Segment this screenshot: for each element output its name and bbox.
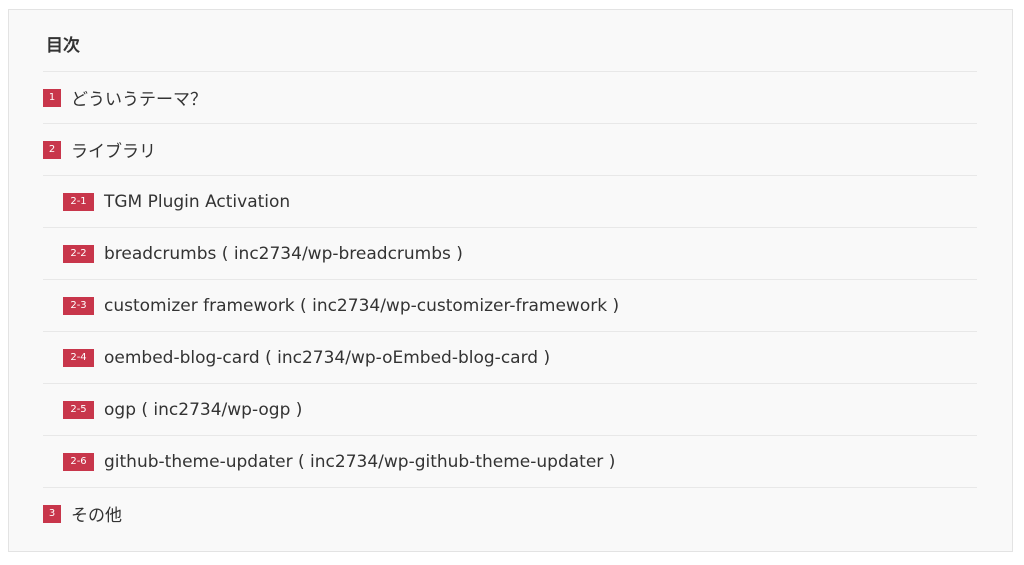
- toc-item-2-3[interactable]: 2-3 customizer framework ( inc2734/wp-cu…: [43, 279, 977, 331]
- toc-link[interactable]: ogp ( inc2734/wp-ogp ): [104, 399, 303, 420]
- toc-link[interactable]: github-theme-updater ( inc2734/wp-github…: [104, 451, 616, 472]
- toc-number-badge: 2-6: [63, 452, 94, 471]
- toc-item-2-6[interactable]: 2-6 github-theme-updater ( inc2734/wp-gi…: [43, 435, 977, 487]
- toc-item-2[interactable]: 2 ライブラリ: [43, 123, 977, 175]
- toc-number-badge: 2-4: [63, 348, 94, 367]
- table-of-contents: 目次 1 どういうテーマ？ 2 ライブラリ 2-1 TGM Plugin Act…: [8, 9, 1013, 552]
- toc-number-badge: 2: [43, 140, 61, 159]
- toc-number-badge: 1: [43, 88, 61, 107]
- toc-item-2-1[interactable]: 2-1 TGM Plugin Activation: [43, 175, 977, 227]
- toc-link[interactable]: ライブラリ: [71, 142, 156, 162]
- toc-link[interactable]: TGM Plugin Activation: [104, 191, 291, 212]
- toc-number-badge: 2-5: [63, 400, 94, 419]
- toc-link[interactable]: oembed-blog-card ( inc2734/wp-oEmbed-blo…: [104, 347, 551, 368]
- toc-item-3[interactable]: 3 その他: [43, 487, 977, 539]
- toc-item-1[interactable]: 1 どういうテーマ？: [43, 71, 977, 123]
- toc-title: 目次: [46, 36, 80, 56]
- toc-link[interactable]: どういうテーマ？: [71, 90, 207, 110]
- toc-number-badge: 2-1: [63, 192, 94, 211]
- toc-link[interactable]: customizer framework ( inc2734/wp-custom…: [104, 295, 620, 316]
- toc-list: 1 どういうテーマ？ 2 ライブラリ 2-1 TGM Plugin Activa…: [43, 71, 977, 539]
- toc-number-badge: 2-3: [63, 296, 94, 315]
- toc-link[interactable]: breadcrumbs ( inc2734/wp-breadcrumbs ): [104, 243, 463, 264]
- toc-number-badge: 2-2: [63, 244, 94, 263]
- toc-number-badge: 3: [43, 504, 61, 523]
- toc-item-2-2[interactable]: 2-2 breadcrumbs ( inc2734/wp-breadcrumbs…: [43, 227, 977, 279]
- toc-item-2-5[interactable]: 2-5 ogp ( inc2734/wp-ogp ): [43, 383, 977, 435]
- toc-link[interactable]: その他: [71, 506, 122, 526]
- toc-item-2-4[interactable]: 2-4 oembed-blog-card ( inc2734/wp-oEmbed…: [43, 331, 977, 383]
